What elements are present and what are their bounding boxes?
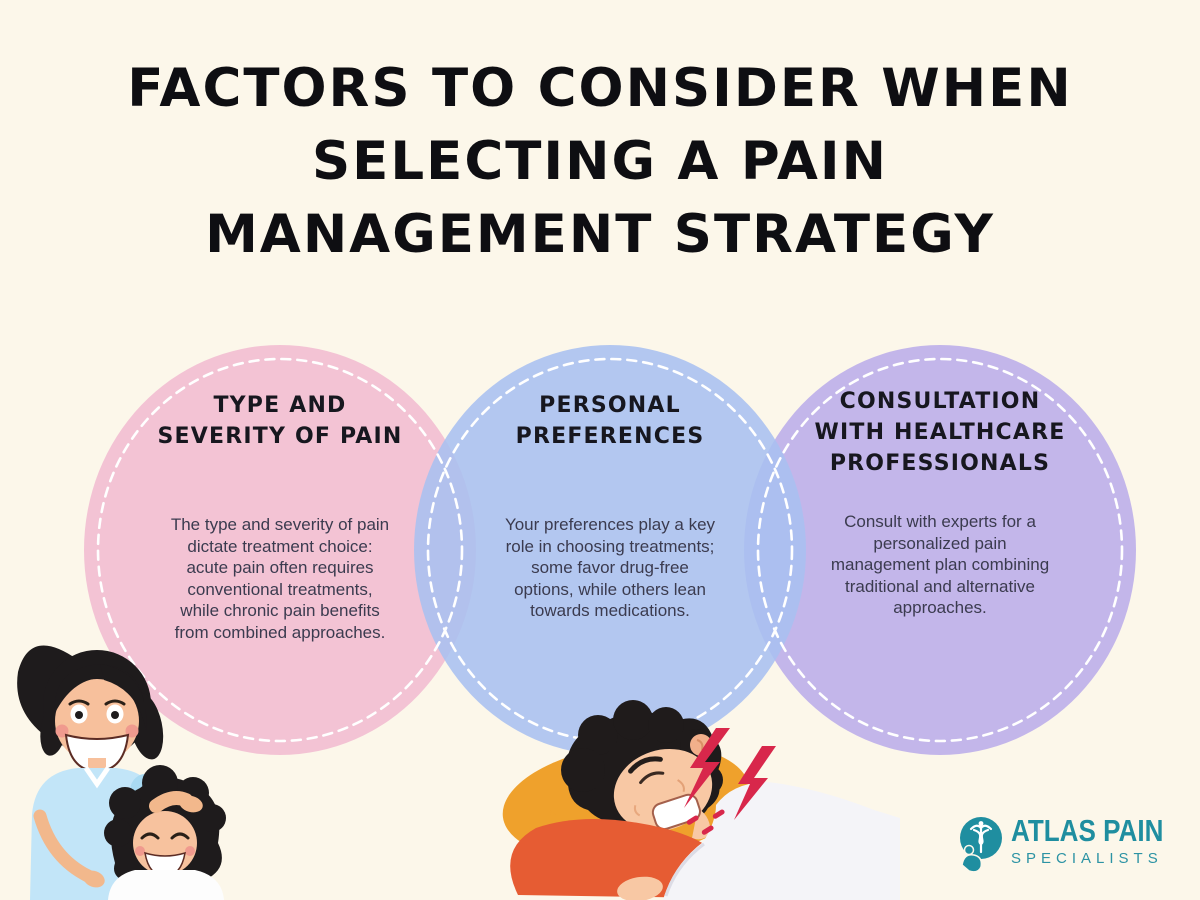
body-line: personalized pain xyxy=(873,533,1007,553)
heading-line: PERSONAL xyxy=(539,393,681,418)
brand-name: ATLAS PAIN xyxy=(1011,813,1164,848)
atlas-globe-caduceus-icon xyxy=(960,817,1002,873)
purple-circle xyxy=(744,345,1136,755)
body-line: conventional treatments, xyxy=(187,579,373,599)
body-line: approaches. xyxy=(893,598,987,617)
purple-circle-dashed-ring xyxy=(756,357,1124,743)
page-title-line: SELECTING A PAIN xyxy=(312,131,888,192)
pink-circle-dashed-ring xyxy=(96,357,464,743)
factor-consultation: CONSULTATION WITH HEALTHCARE PROFESSIONA… xyxy=(785,386,1095,619)
pink-circle xyxy=(84,345,476,755)
brand-subtitle: SPECIALISTS xyxy=(1011,850,1163,867)
body-line: management plan combining xyxy=(830,555,1050,574)
pain-bolts-icon xyxy=(684,728,776,835)
heading-line: TYPE AND xyxy=(213,393,347,418)
brand-logo-text: ATLAS PAIN SPECIALISTS xyxy=(1011,813,1192,867)
body-line: options, while others lean xyxy=(514,579,706,599)
neck-pain-sleeping-illustration xyxy=(502,700,900,900)
body-line: role in choosing treatments; xyxy=(505,536,715,556)
heading-line: WITH HEALTHCARE xyxy=(814,420,1066,445)
page-title: FACTORS TO CONSIDER WHEN SELECTING A PAI… xyxy=(0,52,1200,271)
heading-line: CONSULTATION xyxy=(839,389,1041,414)
heading-line: PREFERENCES xyxy=(515,424,705,449)
body-line: Your preferences play a key xyxy=(504,515,716,534)
page-title-line: MANAGEMENT STRATEGY xyxy=(205,204,995,265)
heading-line: SEVERITY OF PAIN xyxy=(157,424,403,449)
body-line: some favor drug-free xyxy=(531,558,689,577)
body-line: while chronic pain benefits xyxy=(180,601,380,620)
factor-2-heading: PERSONAL PREFERENCES xyxy=(457,390,763,452)
body-line: The type and severity of pain xyxy=(170,515,390,534)
factor-3-body: Consult with experts for a personalized … xyxy=(785,511,1095,619)
factor-1-heading: TYPE AND SEVERITY OF PAIN xyxy=(120,390,440,452)
brand-logo: ATLAS PAIN SPECIALISTS xyxy=(956,813,1192,874)
body-line: dictate treatment choice: xyxy=(187,536,373,556)
factor-personal-preferences: PERSONAL PREFERENCES Your preferences pl… xyxy=(457,390,763,622)
body-line: Consult with experts for a xyxy=(844,512,1036,531)
factor-2-body: Your preferences play a key role in choo… xyxy=(457,514,763,622)
body-line: traditional and alternative xyxy=(845,576,1035,596)
page-title-line: FACTORS TO CONSIDER WHEN xyxy=(127,58,1073,119)
heading-line: PROFESSIONALS xyxy=(829,451,1051,476)
body-line: acute pain often requires xyxy=(186,558,374,577)
massage-therapy-illustration xyxy=(17,645,226,900)
factor-1-body: The type and severity of pain dictate tr… xyxy=(120,514,440,643)
factor-type-severity: TYPE AND SEVERITY OF PAIN The type and s… xyxy=(120,390,440,643)
body-line: from combined approaches. xyxy=(174,622,386,642)
blue-circle xyxy=(414,345,806,755)
factor-3-heading: CONSULTATION WITH HEALTHCARE PROFESSIONA… xyxy=(785,386,1095,479)
body-line: towards medications. xyxy=(530,601,690,620)
